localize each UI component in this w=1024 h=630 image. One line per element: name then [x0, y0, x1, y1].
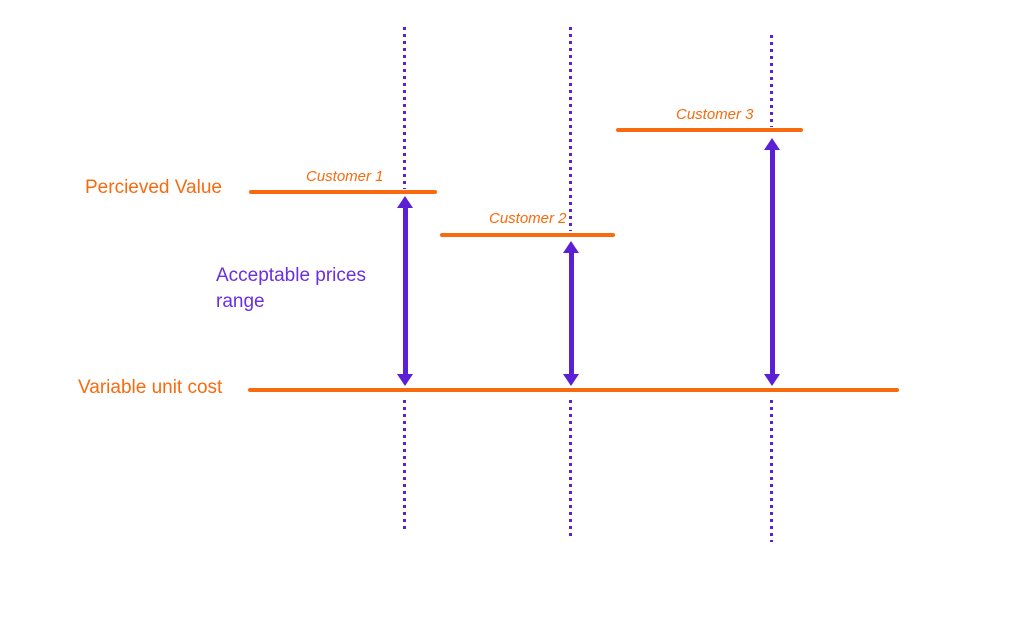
arrow-down-icon [397, 374, 413, 386]
arrow-shaft [568, 253, 574, 374]
arrow-up-icon [397, 196, 413, 208]
variable-unit-cost-label: Variable unit cost [78, 377, 223, 398]
customer-3-dotted-guide-top [770, 35, 773, 127]
arrow-down-icon [563, 374, 579, 386]
customer-2-label: Customer 2 [489, 210, 567, 227]
customer-2-perceived-value-line [440, 233, 615, 237]
acceptable-range-arrow-customer-3 [764, 138, 780, 386]
acceptable-range-arrow-customer-1 [397, 196, 413, 386]
arrow-shaft [769, 150, 775, 374]
acceptable-range-arrow-customer-2 [563, 241, 579, 386]
acceptable-prices-range-label: Acceptable prices range [216, 265, 366, 312]
customer-1-dotted-guide-top [403, 27, 406, 189]
customer-2-dotted-guide-top [569, 27, 572, 231]
customer-3-label: Customer 3 [676, 106, 754, 123]
customer-2-dotted-guide-bottom [569, 400, 572, 538]
customer-3-perceived-value-line [616, 128, 803, 132]
customer-1-dotted-guide-bottom [403, 400, 406, 531]
arrow-up-icon [764, 138, 780, 150]
customer-1-perceived-value-line [249, 190, 437, 194]
customer-3-dotted-guide-bottom [770, 400, 773, 542]
variable-unit-cost-line [248, 388, 899, 392]
arrow-up-icon [563, 241, 579, 253]
arrow-down-icon [764, 374, 780, 386]
perceived-value-label: Percieved Value [85, 177, 222, 198]
arrow-shaft [402, 208, 408, 374]
customer-1-label: Customer 1 [306, 168, 384, 185]
